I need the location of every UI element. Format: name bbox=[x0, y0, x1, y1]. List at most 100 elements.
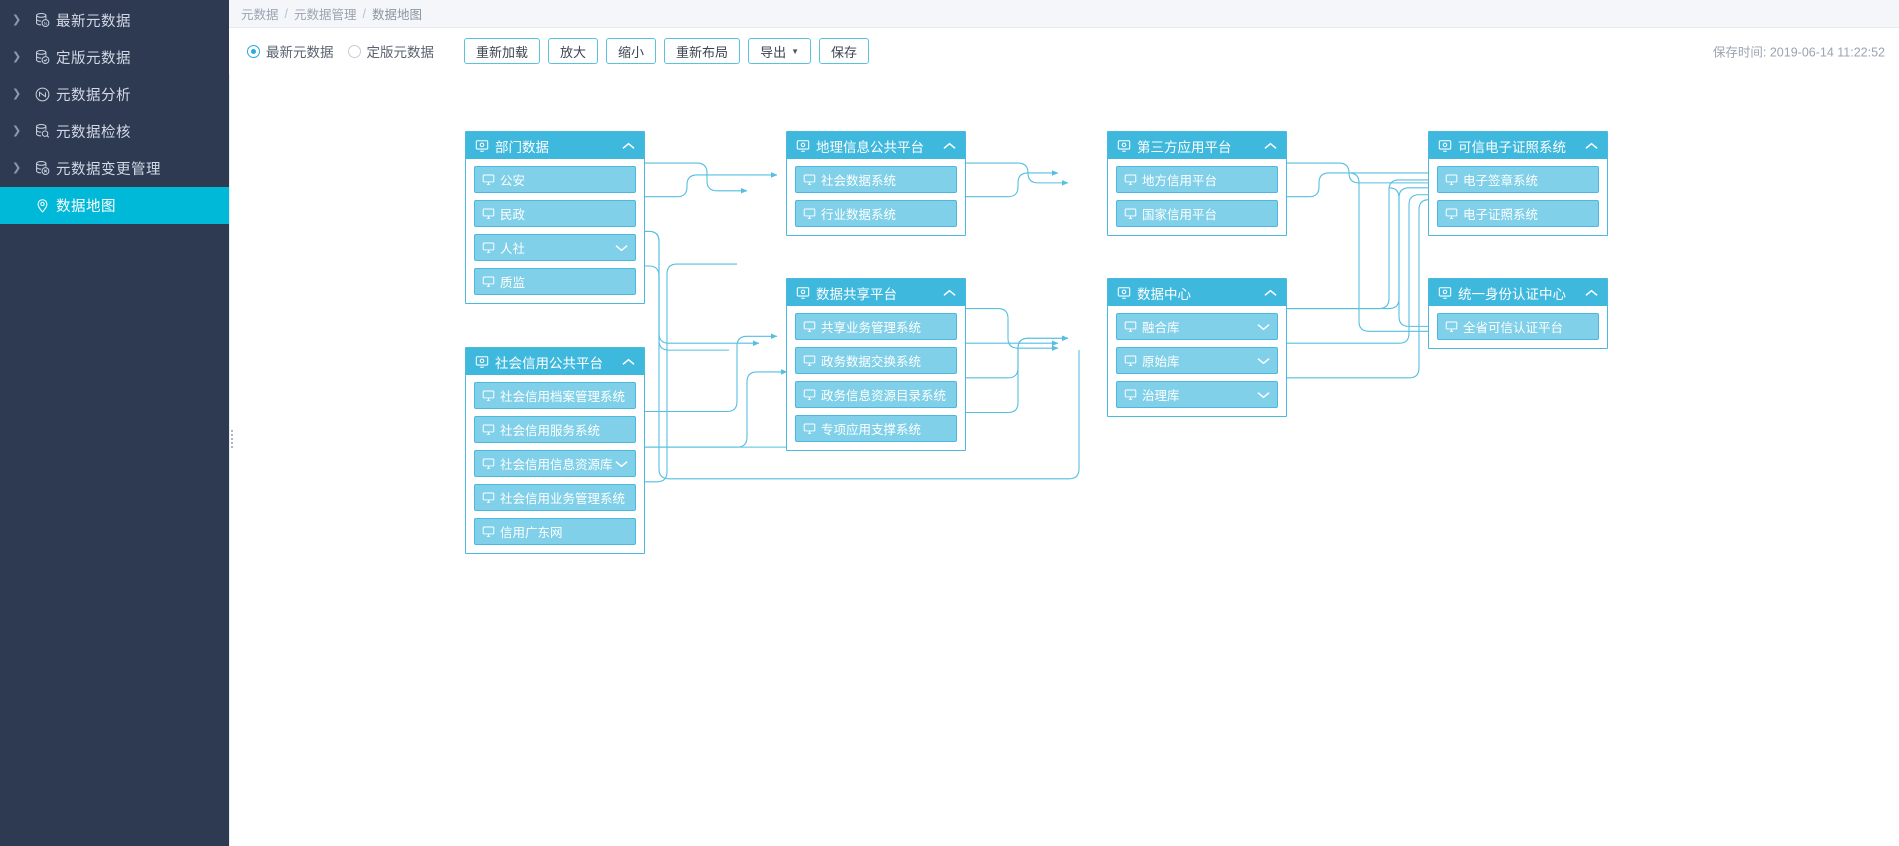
chevron-up-icon[interactable] bbox=[1584, 138, 1599, 153]
relayout-button[interactable]: 重新布局 bbox=[664, 38, 741, 64]
sidebar-item-metadata-audit[interactable]: ❯ 元数据检核 bbox=[0, 113, 229, 150]
sidebar-item-data-map[interactable]: ❯ 数据地图 bbox=[0, 187, 229, 224]
group-ca-system[interactable]: 可信电子证照系统 电子签章系统 电子证照系统 bbox=[1428, 131, 1608, 236]
chevron-up-icon[interactable] bbox=[1584, 285, 1599, 300]
breadcrumb-mid[interactable]: 元数据管理 bbox=[294, 8, 357, 22]
database-search-icon bbox=[28, 123, 56, 140]
breadcrumb-root[interactable]: 元数据 bbox=[241, 8, 279, 22]
group-header[interactable]: 地理信息公共平台 bbox=[787, 132, 965, 159]
zoom-out-button[interactable]: 缩小 bbox=[606, 38, 657, 64]
group-header[interactable]: 数据中心 bbox=[1108, 279, 1286, 306]
chevron-down-icon[interactable] bbox=[1255, 323, 1271, 331]
group-body: 公安 民政 人社 质监 bbox=[466, 159, 644, 303]
group-credit-public[interactable]: 社会信用公共平台 社会信用档案管理系统 社会信用服务系统 bbox=[465, 347, 645, 554]
monitor-icon bbox=[1124, 173, 1137, 186]
monitor-icon bbox=[482, 207, 495, 220]
node-item[interactable]: 专项应用支撑系统 bbox=[795, 415, 957, 442]
node-item[interactable]: 民政 bbox=[474, 200, 636, 227]
radio-label: 最新元数据 bbox=[266, 45, 334, 60]
canvas-drag-handle[interactable] bbox=[229, 428, 235, 450]
node-item[interactable]: 社会信用服务系统 bbox=[474, 416, 636, 443]
platform-icon bbox=[475, 139, 489, 153]
monitor-icon bbox=[1124, 354, 1137, 367]
chevron-up-icon[interactable] bbox=[942, 285, 957, 300]
data-map-canvas[interactable]: 部门数据 公安 民政 人社 bbox=[229, 74, 1899, 846]
monitor-icon bbox=[1445, 173, 1458, 186]
sidebar-item-metadata-analysis[interactable]: ❯ 元数据分析 bbox=[0, 76, 229, 113]
group-data-center[interactable]: 数据中心 融合库 原始库 bbox=[1107, 278, 1287, 417]
monitor-icon bbox=[482, 173, 495, 186]
group-title: 数据中心 bbox=[1137, 286, 1191, 302]
svg-text:N: N bbox=[43, 21, 46, 26]
node-label: 人社 bbox=[500, 242, 526, 256]
group-share-platform[interactable]: 数据共享平台 共享业务管理系统 政务数据交换系统 bbox=[786, 278, 966, 451]
node-item[interactable]: 公安 bbox=[474, 166, 636, 193]
node-item[interactable]: 共享业务管理系统 bbox=[795, 313, 957, 340]
chevron-up-icon[interactable] bbox=[942, 138, 957, 153]
node-item[interactable]: 原始库 bbox=[1116, 347, 1278, 374]
node-item[interactable]: 政务数据交换系统 bbox=[795, 347, 957, 374]
save-button-label: 保存 bbox=[831, 44, 858, 60]
node-item[interactable]: 社会信用档案管理系统 bbox=[474, 382, 636, 409]
reload-button[interactable]: 重新加载 bbox=[464, 38, 541, 64]
sidebar-item-latest-metadata[interactable]: ❯ N 最新元数据 bbox=[0, 2, 229, 39]
group-uid-center[interactable]: 统一身份认证中心 全省可信认证平台 bbox=[1428, 278, 1608, 349]
save-button[interactable]: 保存 bbox=[819, 38, 870, 64]
monitor-icon bbox=[482, 491, 495, 504]
sidebar-item-label: 元数据变更管理 bbox=[56, 162, 161, 178]
group-header[interactable]: 第三方应用平台 bbox=[1108, 132, 1286, 159]
export-button-label: 导出 bbox=[760, 44, 787, 60]
node-item[interactable]: 社会信用业务管理系统 bbox=[474, 484, 636, 511]
main-panel: 元数据 / 元数据管理 / 数据地图 最新元数据 定版元数据 重新加载 bbox=[229, 0, 1899, 846]
group-header[interactable]: 社会信用公共平台 bbox=[466, 348, 644, 375]
node-item[interactable]: 融合库 bbox=[1116, 313, 1278, 340]
node-item[interactable]: 人社 bbox=[474, 234, 636, 261]
chevron-up-icon[interactable] bbox=[621, 138, 636, 153]
node-item[interactable]: 质监 bbox=[474, 268, 636, 295]
node-item[interactable]: 社会信用信息资源库 bbox=[474, 450, 636, 477]
group-body: 共享业务管理系统 政务数据交换系统 政务信息资源目录系统 专项应用支撑系统 bbox=[787, 306, 965, 450]
monitor-icon bbox=[482, 423, 495, 436]
node-label: 原始库 bbox=[1142, 355, 1180, 369]
node-label: 信用广东网 bbox=[500, 526, 563, 540]
group-header[interactable]: 统一身份认证中心 bbox=[1429, 279, 1607, 306]
chevron-up-icon[interactable] bbox=[621, 354, 636, 369]
group-title: 数据共享平台 bbox=[816, 286, 897, 302]
group-header[interactable]: 部门数据 bbox=[466, 132, 644, 159]
radio-latest-metadata[interactable]: 最新元数据 bbox=[247, 41, 334, 61]
node-label: 融合库 bbox=[1142, 321, 1180, 335]
node-item[interactable]: 治理库 bbox=[1116, 381, 1278, 408]
node-item[interactable]: 电子证照系统 bbox=[1437, 200, 1599, 227]
group-third-party[interactable]: 第三方应用平台 地方信用平台 国家信用平台 bbox=[1107, 131, 1287, 236]
node-label: 全省可信认证平台 bbox=[1463, 321, 1564, 335]
group-title: 第三方应用平台 bbox=[1137, 139, 1232, 155]
sidebar-item-metadata-change-mgmt[interactable]: ❯ 元数据变更管理 bbox=[0, 150, 229, 187]
node-item[interactable]: 信用广东网 bbox=[474, 518, 636, 545]
zoom-in-button[interactable]: 放大 bbox=[548, 38, 599, 64]
chevron-up-icon[interactable] bbox=[1263, 138, 1278, 153]
node-item[interactable]: 行业数据系统 bbox=[795, 200, 957, 227]
chevron-down-icon[interactable] bbox=[1255, 391, 1271, 399]
chevron-down-icon[interactable] bbox=[613, 460, 629, 468]
chevron-down-icon[interactable] bbox=[613, 244, 629, 252]
group-header[interactable]: 数据共享平台 bbox=[787, 279, 965, 306]
reload-button-label: 重新加载 bbox=[476, 44, 529, 60]
radio-dot-icon bbox=[247, 44, 260, 58]
sidebar-item-versioned-metadata[interactable]: ❯ 定版元数据 bbox=[0, 39, 229, 76]
group-geo-platform[interactable]: 地理信息公共平台 社会数据系统 行业数据系统 bbox=[786, 131, 966, 236]
sidebar-item-label: 定版元数据 bbox=[56, 51, 131, 67]
node-item[interactable]: 社会数据系统 bbox=[795, 166, 957, 193]
export-dropdown-button[interactable]: 导出 ▼ bbox=[748, 38, 811, 64]
node-label: 社会信用服务系统 bbox=[500, 424, 601, 438]
group-header[interactable]: 可信电子证照系统 bbox=[1429, 132, 1607, 159]
radio-versioned-metadata[interactable]: 定版元数据 bbox=[347, 41, 434, 61]
group-dept[interactable]: 部门数据 公安 民政 人社 bbox=[465, 131, 645, 304]
node-item[interactable]: 地方信用平台 bbox=[1116, 166, 1278, 193]
chevron-down-icon[interactable] bbox=[1255, 357, 1271, 365]
chevron-up-icon[interactable] bbox=[1263, 285, 1278, 300]
node-item[interactable]: 电子签章系统 bbox=[1437, 166, 1599, 193]
node-item[interactable]: 国家信用平台 bbox=[1116, 200, 1278, 227]
node-item[interactable]: 全省可信认证平台 bbox=[1437, 313, 1599, 340]
group-title: 社会信用公共平台 bbox=[495, 355, 603, 371]
node-item[interactable]: 政务信息资源目录系统 bbox=[795, 381, 957, 408]
